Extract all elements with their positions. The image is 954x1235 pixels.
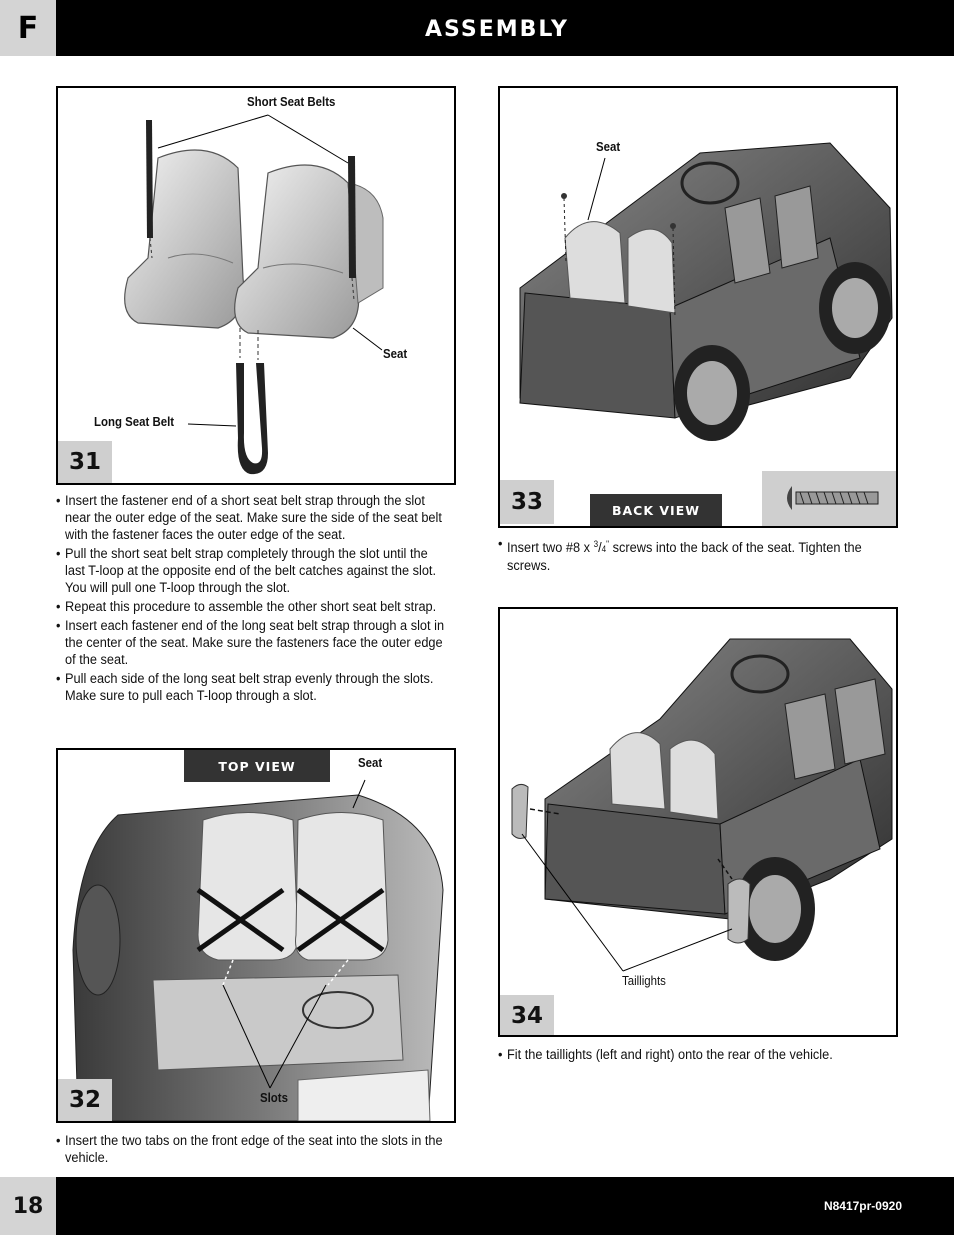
instruction-item: Insert two #8 x 3/4" screws into the bac… xyxy=(498,536,885,575)
instruction-text: screws into the back of the seat. Tighte… xyxy=(507,540,862,574)
instruction-item: Pull each side of the long seat belt str… xyxy=(56,671,450,705)
step-32-panel: TOP VIEW Seat Slots 32 xyxy=(56,748,456,1123)
step-31-instructions: Insert the fastener end of a short seat … xyxy=(56,493,450,707)
step-32-instructions: Insert the two tabs on the front edge of… xyxy=(56,1133,450,1169)
short-belts-label: Short Seat Belts xyxy=(247,94,336,109)
instruction-item: Repeat this procedure to assemble the ot… xyxy=(56,599,450,616)
seat-label: Seat xyxy=(383,346,408,361)
document-code: N8417pr-0920 xyxy=(823,1199,902,1213)
page-title: ASSEMBLY xyxy=(425,17,569,42)
section-letter: F xyxy=(0,0,56,56)
seat-label: Seat xyxy=(358,755,383,770)
instruction-item: Insert the two tabs on the front edge of… xyxy=(56,1133,450,1167)
step-number: 34 xyxy=(500,995,554,1035)
instruction-text: Insert two #8 x xyxy=(507,540,594,556)
step-34-instructions: Fit the taillights (left and right) onto… xyxy=(498,1047,885,1066)
page-footer: 18 N8417pr-0920 xyxy=(0,1177,954,1235)
fraction-denominator: 4 xyxy=(601,544,607,554)
view-label: BACK VIEW xyxy=(590,494,722,526)
step-number: 31 xyxy=(58,441,112,483)
instruction-item: Fit the taillights (left and right) onto… xyxy=(498,1047,885,1064)
step-34-panel: Taillights 34 xyxy=(498,607,898,1037)
taillights-illustration xyxy=(511,638,893,972)
seat-belts-illustration xyxy=(124,114,384,475)
back-view-illustration xyxy=(519,142,896,526)
top-view-illustration xyxy=(72,779,444,1121)
fraction-slash: / xyxy=(598,540,602,556)
view-label: TOP VIEW xyxy=(184,750,330,782)
taillights-label: Taillights xyxy=(622,973,666,988)
step-33-instructions: Insert two #8 x 3/4" screws into the bac… xyxy=(498,536,885,577)
step-number: 33 xyxy=(500,480,554,524)
seat-label: Seat xyxy=(596,139,621,154)
instruction-item: Pull the short seat belt strap completel… xyxy=(56,546,450,597)
page-header: ASSEMBLY F xyxy=(0,0,954,56)
long-belt-label: Long Seat Belt xyxy=(94,414,175,429)
inch-mark: " xyxy=(606,539,610,549)
step-33-panel: Seat 33 BACK VIEW xyxy=(498,86,898,528)
slots-label: Slots xyxy=(260,1090,288,1105)
step-31-panel: Short Seat Belts Seat Long Seat Belt 31 xyxy=(56,86,456,485)
instruction-item: Insert each fastener end of the long sea… xyxy=(56,618,450,669)
instruction-item: Insert the fastener end of a short seat … xyxy=(56,493,450,544)
page-number: 18 xyxy=(0,1177,56,1235)
fraction-numerator: 3 xyxy=(593,539,599,549)
step-number: 32 xyxy=(58,1079,112,1121)
